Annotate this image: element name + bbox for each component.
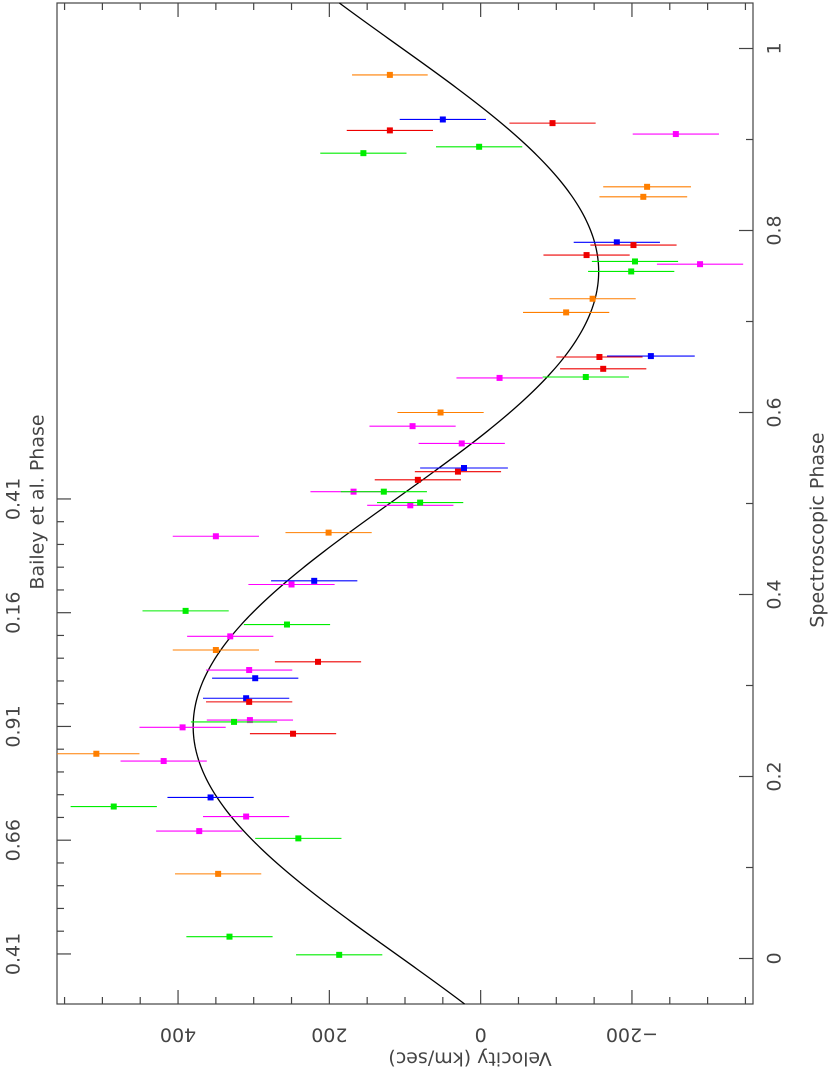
data-point <box>414 476 421 483</box>
data-point <box>600 365 607 372</box>
data-point <box>644 183 651 190</box>
data-point <box>613 239 620 246</box>
data-point <box>476 143 483 150</box>
data-point <box>458 440 465 447</box>
axis-labels: Velocity (km/sec) Spectroscopic Phase Ba… <box>27 414 829 1069</box>
data-point <box>631 258 638 265</box>
fit-curve-line <box>192 2 600 1005</box>
data-point <box>380 488 387 495</box>
data-point <box>246 717 253 724</box>
data-point <box>496 374 503 381</box>
data-point <box>196 828 203 835</box>
phase-tick-label: 1 <box>764 42 786 54</box>
data-point <box>212 647 219 654</box>
data-point <box>182 607 189 614</box>
phase-tick-label: 0.4 <box>764 579 786 609</box>
data-point <box>325 529 332 536</box>
data-point <box>360 150 367 157</box>
data-point <box>227 633 234 640</box>
velocity-tick-label: 0 <box>475 1024 487 1046</box>
x-axis-title: Velocity (km/sec) <box>388 1048 551 1070</box>
data-points <box>57 71 744 958</box>
data-point <box>243 695 250 702</box>
bailey-tick-label: 0.16 <box>3 592 25 634</box>
data-point <box>697 261 704 268</box>
data-point <box>454 468 461 475</box>
data-point <box>628 268 635 275</box>
data-point <box>582 374 589 381</box>
data-point <box>207 794 214 801</box>
data-point <box>583 252 590 259</box>
data-point <box>437 409 444 416</box>
data-point <box>461 465 468 472</box>
phase-tick-label: 0.8 <box>764 215 786 245</box>
data-point <box>386 127 393 134</box>
data-point <box>407 502 414 509</box>
data-point <box>647 353 654 360</box>
data-point <box>589 295 596 302</box>
data-point <box>93 750 100 757</box>
data-point <box>246 698 253 705</box>
data-point <box>295 835 302 842</box>
fitted-curve <box>192 2 600 1005</box>
data-point <box>288 581 295 588</box>
data-point <box>246 667 253 674</box>
data-point <box>252 675 259 682</box>
data-point <box>409 423 416 430</box>
data-point <box>596 353 603 360</box>
data-point <box>563 309 570 316</box>
velocity-tick-label: 200 <box>311 1024 347 1046</box>
data-point <box>226 933 233 940</box>
data-point <box>179 724 186 731</box>
data-point <box>549 120 556 127</box>
data-point <box>283 621 290 628</box>
bailey-tick-label: 0.66 <box>3 819 25 861</box>
data-point <box>640 193 647 200</box>
data-point <box>386 71 393 78</box>
data-point <box>630 242 637 249</box>
phase-tick-label: 0 <box>764 952 786 964</box>
data-point <box>212 533 219 540</box>
data-point <box>215 870 222 877</box>
velocity-tick-label: −200 <box>606 1024 658 1046</box>
data-point <box>110 803 117 810</box>
y-axis-title: Spectroscopic Phase <box>807 432 829 627</box>
data-point <box>311 577 318 584</box>
data-point <box>231 718 238 725</box>
phase-tick-label: 0.2 <box>764 761 786 791</box>
phase-tick-label: 0.6 <box>764 397 786 427</box>
data-point <box>160 758 167 765</box>
data-point <box>315 658 321 665</box>
data-point <box>439 116 446 123</box>
data-point <box>243 813 250 820</box>
data-point <box>336 951 343 958</box>
axis-ticks: 400 200 0 −200 0 0.2 0.4 0.6 0.8 1 0.41 0.66 0.91 0.1… <box>3 3 786 1046</box>
data-point <box>417 499 424 506</box>
data-point <box>672 131 679 138</box>
top-axis-title: Bailey et al. Phase <box>27 414 49 589</box>
velocity-tick-label: 400 <box>160 1024 196 1046</box>
data-point <box>290 730 297 737</box>
bailey-tick-label: 0.41 <box>3 478 25 520</box>
bailey-tick-label: 0.91 <box>3 705 25 747</box>
bailey-tick-label: 0.41 <box>3 933 25 975</box>
